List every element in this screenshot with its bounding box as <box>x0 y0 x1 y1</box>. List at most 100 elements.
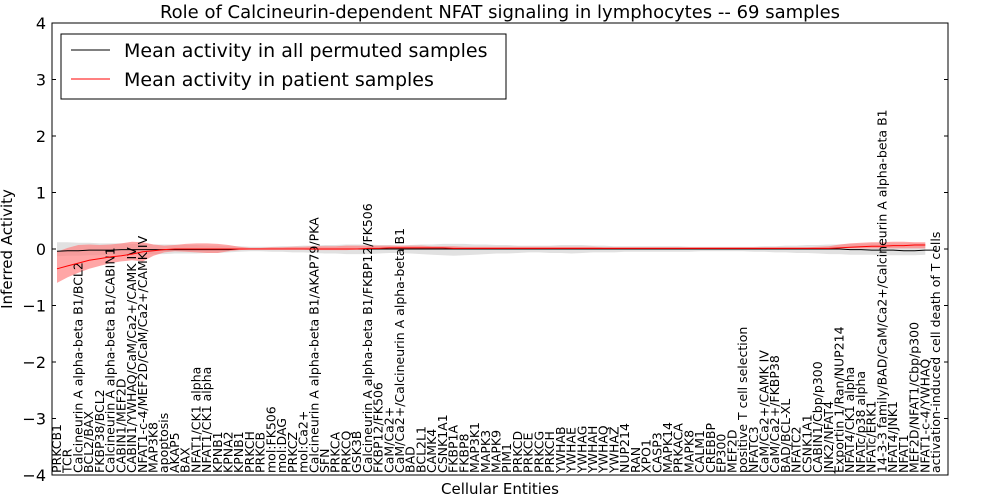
patient-confidence-band <box>57 241 926 283</box>
x-tick-label: mol:DAG <box>274 418 289 473</box>
x-tick-label: CaM/Ca2+ <box>381 407 396 473</box>
x-tick-label: XPO1 <box>639 439 654 473</box>
x-tick-label: PRKCH <box>542 431 557 473</box>
x-tick-label: MAPK3 <box>478 430 493 473</box>
x-tick-label: NFAT4/JNK1 <box>885 401 900 473</box>
x-tick-label: SFN <box>317 449 332 473</box>
y-tick-label: −3 <box>22 410 46 429</box>
x-tick-label: CaM/Ca2+/Calcineurin A alpha-beta B1 <box>392 228 407 473</box>
x-tick-label: BAX <box>178 447 193 473</box>
x-tick-label: YWHAH <box>585 426 600 474</box>
y-tick-label: 2 <box>36 127 46 146</box>
x-tick-label: BAD/BCL-XL <box>778 399 793 473</box>
y-axis-label: Inferred Activity <box>0 189 16 309</box>
x-tick-label: NFAT1/CK1 alpha <box>188 367 203 473</box>
x-tick-label: positive T cell selection <box>735 327 750 473</box>
x-tick-label: MAPK9 <box>489 430 504 473</box>
x-tick-label: PRKCD <box>510 431 525 473</box>
y-tick-label: −2 <box>22 353 46 372</box>
x-tick-label: activation-induced cell death of T cells <box>928 232 943 473</box>
x-tick-label: FKBP8 <box>456 433 471 473</box>
x-tick-label: YWHAQ <box>596 425 611 474</box>
legend-label-permuted: Mean activity in all permuted samples <box>124 40 487 62</box>
x-tick-label: CAMK4 <box>424 429 439 473</box>
x-tick-label: Calcineurin A alpha-beta B1/AKAP79/PKA <box>306 217 321 473</box>
x-tick-label: RAN <box>628 447 643 473</box>
x-tick-label: MAP3K1 <box>467 422 482 473</box>
y-tick-label: 4 <box>36 14 46 33</box>
x-tick-label: MAPK8 <box>682 430 697 473</box>
x-tick-label: EP300 <box>714 434 729 473</box>
x-tick-label: PRKCH <box>242 431 257 473</box>
x-tick-label: CABIN1/Cbp/p300 <box>810 361 825 473</box>
x-tick-label: NFAT1/CK1 alpha <box>199 367 214 473</box>
x-tick-label: CSNK1A1 <box>435 414 450 473</box>
x-tick-label: PRKCA <box>328 432 343 473</box>
x-tick-label: apoptosis <box>156 413 171 473</box>
x-axis-label: Cellular Entities <box>441 480 559 498</box>
x-tick-label: Calcineurin A alpha-beta B1/FKBP12/FK506 <box>360 203 375 473</box>
x-tick-label: CASP3 <box>649 432 664 473</box>
x-tick-label: 14-3-3 family/BAD/CaM/Ca2+/Calcineurin A… <box>874 109 889 473</box>
x-tick-label: PRKCB1 <box>49 424 64 473</box>
x-tick-label: NFATc/p38 alpha <box>853 371 868 473</box>
x-tick-label: NFAT1-c-4/MEF2D/CaM/Ca2+/CAMK IV <box>135 235 150 473</box>
x-tick-label: CaM/Ca2+/FKBP38 <box>767 355 782 473</box>
y-tick-label: 3 <box>36 71 46 90</box>
x-tick-label: MEF2D/NFAT1/Cbp/p300 <box>907 322 922 473</box>
x-tick-label: Exportin 1/Ran/NUP214 <box>832 326 847 473</box>
x-tick-label: TCR <box>60 448 75 474</box>
x-tick-label: CABIN1/YWHAQ/CaM/Ca2+/CAMK IV <box>124 247 139 473</box>
x-tick-label: MAP3K8 <box>146 422 161 473</box>
x-tick-label: PRKCB <box>253 432 268 473</box>
x-tick-label: CaM/Ca2+/CAMK IV <box>757 350 772 473</box>
x-tick-label: GSK3B <box>349 431 364 473</box>
x-tick-label: KPNB1 <box>210 431 225 473</box>
x-tick-label: YWHAZ <box>606 426 621 474</box>
patient-mean-line <box>56 244 926 270</box>
x-tick-label: PRKCZ <box>285 432 300 473</box>
x-tick-label: NFAT1 <box>896 434 911 473</box>
x-tick-label: Calcineurin A alpha-beta B1/CABIN1 <box>103 247 118 473</box>
x-tick-label: CABIN1/MEF2D <box>113 378 128 473</box>
x-tick-label: CSNK1A1 <box>799 414 814 473</box>
y-tick-label: 0 <box>36 240 46 259</box>
x-tick-label: BCL2/BAX <box>81 411 96 473</box>
x-tick-label: JNK2/NFAT4 <box>821 401 836 474</box>
legend: Mean activity in all permuted samples Me… <box>60 33 507 100</box>
chart-title: Role of Calcineurin-dependent NFAT signa… <box>160 2 840 23</box>
x-tick-label: PRKCE <box>521 433 536 473</box>
x-tick-label: NFATC3 <box>746 426 761 473</box>
x-tick-label: mol:Ca2+ <box>296 411 311 473</box>
x-tick-label: KPNA2 <box>221 431 236 473</box>
legend-label-patient: Mean activity in patient samples <box>124 69 434 91</box>
x-tick-label: YWHAB <box>553 426 568 474</box>
x-tick-label: BAD <box>403 446 418 473</box>
y-tick-label: −4 <box>22 466 46 485</box>
x-tick-label: BCL2L1 <box>414 426 429 473</box>
x-tick-label: PRKCQ <box>338 431 353 473</box>
x-tick-label: NFATc/ERK1 <box>864 401 879 473</box>
x-tick-label: NFAT4/CK1 alpha <box>842 367 857 473</box>
permuted-mean-line <box>56 248 936 252</box>
x-tick-label: NFAT1-c-4/YWHAQ <box>917 359 932 473</box>
x-tick-label: AKAP5 <box>167 432 182 473</box>
x-tick-label: PIM1 <box>499 443 514 473</box>
y-tick-label: −1 <box>22 297 46 316</box>
x-tick-label: FKBP12/FK506 <box>371 382 386 473</box>
legend-box <box>60 33 507 100</box>
x-tick-label: PRKCG <box>531 431 546 473</box>
x-tick-label: MEF2D <box>724 430 739 473</box>
x-tick-label: CREBBP <box>703 423 718 473</box>
x-tick-label: CALM1 <box>692 430 707 473</box>
y-tick-label: 1 <box>36 184 46 203</box>
x-tick-label: FKBP1A <box>446 425 461 473</box>
x-tick-label: NFATC2 <box>789 426 804 473</box>
x-tick-label: mol:FK506 <box>263 406 278 473</box>
x-tick-label: Calcineurin A alpha-beta B1/BCL2 <box>70 262 85 473</box>
x-tick-label: KPNB1 <box>231 431 246 473</box>
x-tick-label: YWHAG <box>574 426 589 474</box>
x-tick-label: MAPK14 <box>660 422 675 473</box>
x-tick-label: NUP214 <box>617 423 632 473</box>
